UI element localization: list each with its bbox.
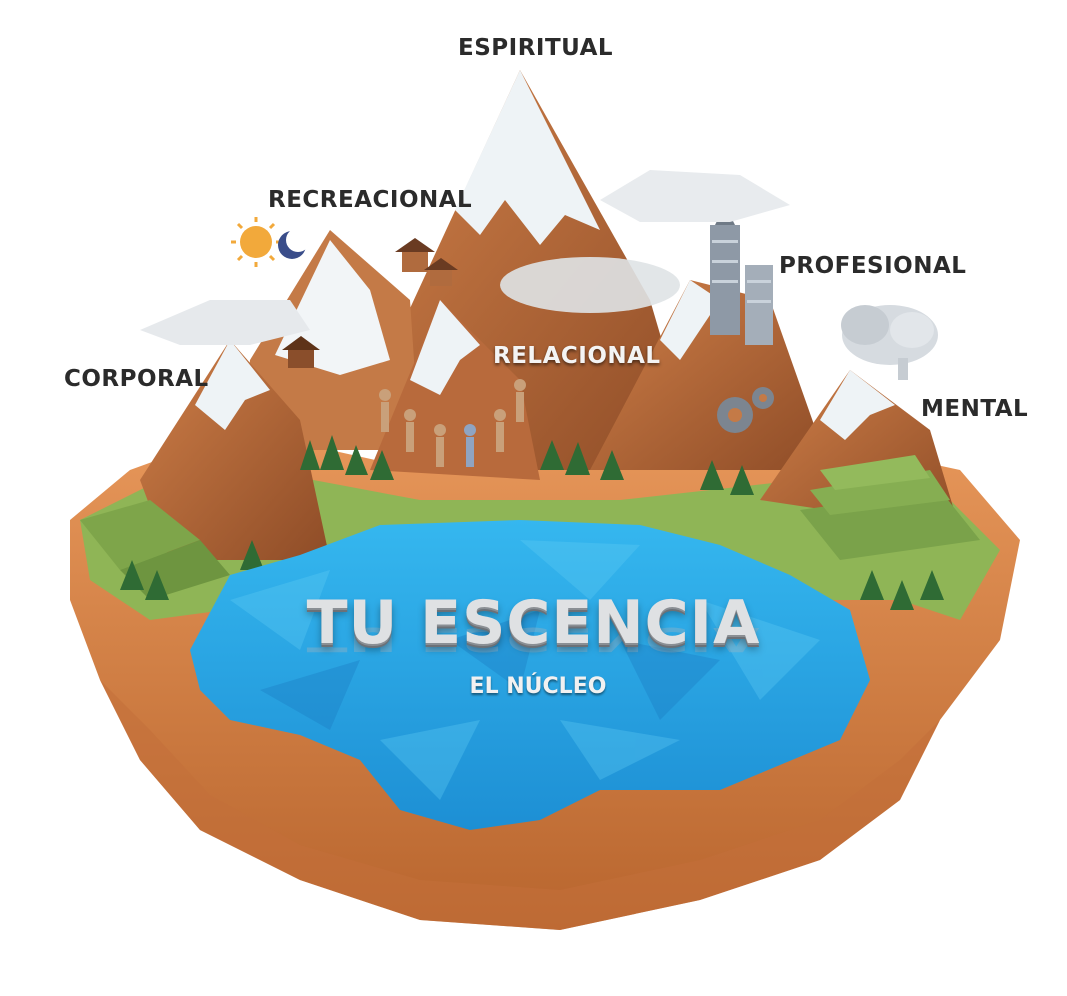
cabin-icon	[282, 336, 320, 368]
cloud-top-right	[600, 170, 790, 222]
island-cliff-shade	[100, 680, 940, 930]
label-recreacional: RECREACIONAL	[268, 187, 473, 213]
people-circle-icon	[379, 379, 526, 467]
label-profesional: PROFESIONAL	[779, 253, 967, 279]
pagoda-icon	[395, 238, 458, 286]
core-title: TU ESCENCIA	[306, 588, 761, 658]
farm-fields	[80, 500, 230, 600]
sun-icon	[231, 217, 281, 267]
mountain-corporal	[140, 340, 330, 560]
lake	[190, 520, 870, 830]
label-corporal: CORPORAL	[64, 366, 209, 392]
label-espiritual: ESPIRITUAL	[458, 35, 614, 61]
mountain-corporal-snow	[195, 340, 270, 430]
terraces	[800, 455, 980, 560]
lake-facets-dark	[260, 610, 720, 730]
mountain-relacional-snow	[410, 300, 480, 395]
cloud-mist	[500, 257, 680, 313]
moon-icon	[278, 228, 310, 259]
lake-facets	[230, 540, 820, 800]
cloud-left	[140, 300, 310, 345]
city-buildings	[710, 205, 773, 345]
gears-icon	[717, 387, 774, 433]
label-mental: MENTAL	[921, 396, 1029, 422]
forest	[120, 435, 944, 610]
mountain-mental-snow	[820, 370, 895, 440]
core-subtitle: EL NÚCLEO	[469, 674, 607, 699]
label-relacional: RELACIONAL	[493, 343, 661, 369]
mountain-espiritual-snow	[455, 70, 600, 245]
brain-icon	[841, 305, 938, 380]
mountain-profesional-snow	[660, 280, 720, 360]
